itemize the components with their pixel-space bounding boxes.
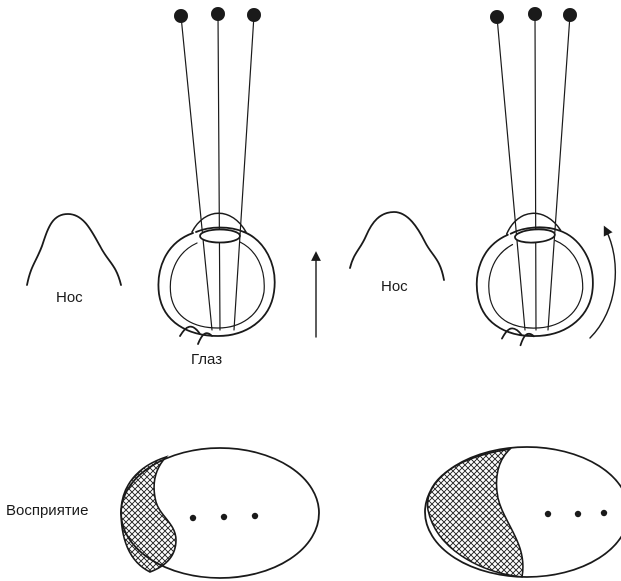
nose-outline-left <box>27 214 121 285</box>
nose-label-left: Нос <box>56 289 83 306</box>
perceived-dot <box>221 514 227 520</box>
perceived-dot <box>575 511 581 517</box>
perception-field-left <box>121 448 319 578</box>
source-dots-right <box>490 7 577 24</box>
perceived-dot <box>190 515 196 521</box>
perceived-dot <box>252 513 258 519</box>
perception-label: Восприятие <box>6 502 88 519</box>
light-rays-right <box>497 14 570 330</box>
eye-right <box>472 209 597 348</box>
left-panel: Нос Глаз Восприятие <box>6 7 319 578</box>
eye-label: Глаз <box>191 351 222 368</box>
perceived-dot <box>545 511 551 517</box>
perception-field-right <box>425 447 621 577</box>
right-panel: Нос <box>350 7 621 577</box>
light-rays-left <box>181 14 254 330</box>
nose-label-right: Нос <box>381 278 408 295</box>
perceived-dot <box>601 510 607 516</box>
nose-outline-right <box>350 212 444 280</box>
eye-rotation-arrow <box>590 230 615 338</box>
eye-left <box>158 213 274 344</box>
